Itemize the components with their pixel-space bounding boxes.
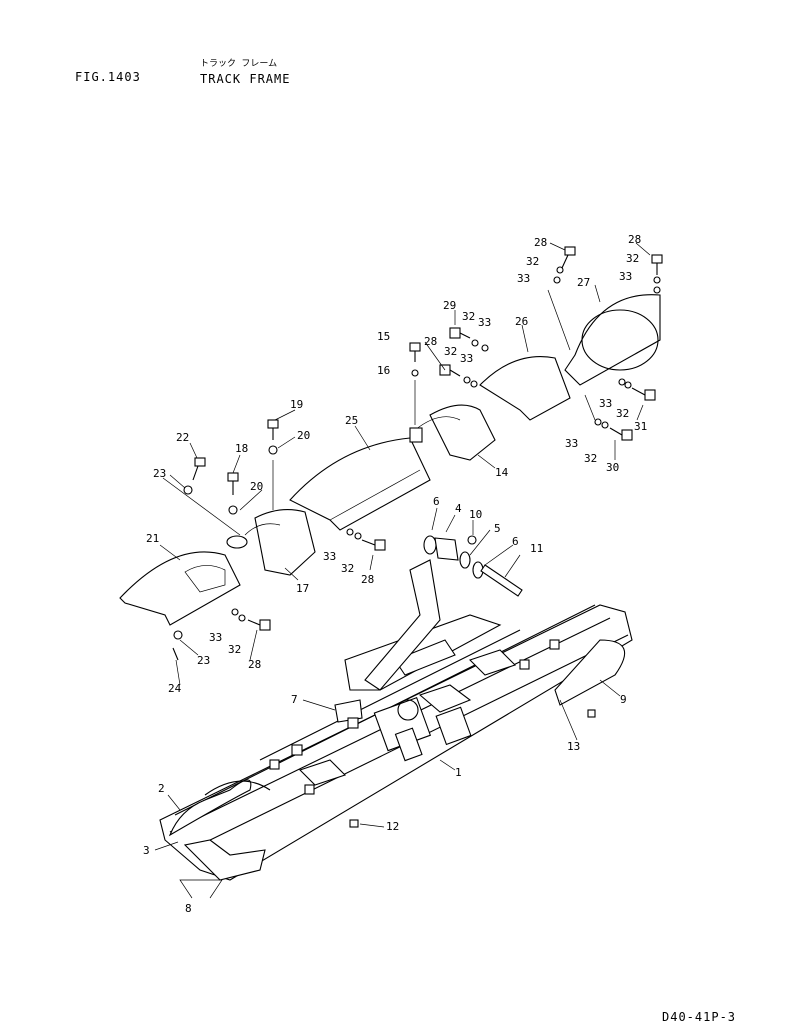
callout-6a: 6 bbox=[433, 495, 440, 508]
callout-5: 5 bbox=[494, 522, 501, 535]
callout-32b: 32 bbox=[626, 252, 639, 265]
callout-9: 9 bbox=[620, 693, 627, 706]
callout-28e: 28 bbox=[248, 658, 261, 671]
callout-17: 17 bbox=[296, 582, 309, 595]
callout-18: 18 bbox=[235, 442, 248, 455]
callout-30: 30 bbox=[606, 461, 619, 474]
leader-lines bbox=[154, 242, 651, 899]
callout-32e: 32 bbox=[616, 407, 629, 420]
idler-pin-group bbox=[423, 535, 523, 597]
callout-28b: 28 bbox=[628, 233, 641, 246]
callout-8: 8 bbox=[185, 902, 192, 915]
callout-2: 2 bbox=[158, 782, 165, 795]
callout-27: 27 bbox=[577, 276, 590, 289]
callout-28a: 28 bbox=[534, 236, 547, 249]
callout-24: 24 bbox=[168, 682, 182, 695]
callout-13: 13 bbox=[567, 740, 580, 753]
callout-7: 7 bbox=[291, 693, 298, 706]
title-english: TRACK FRAME bbox=[200, 72, 291, 86]
callout-28d: 28 bbox=[361, 573, 374, 586]
callout-32c: 32 bbox=[462, 310, 475, 323]
callout-10: 10 bbox=[469, 508, 482, 521]
callout-23a: 23 bbox=[153, 467, 166, 480]
callout-32f: 32 bbox=[584, 452, 597, 465]
callout-25: 25 bbox=[345, 414, 358, 427]
callout-33c: 33 bbox=[478, 316, 491, 329]
callout-14: 14 bbox=[495, 466, 509, 479]
callout-11: 11 bbox=[530, 542, 543, 555]
callout-3: 3 bbox=[143, 844, 150, 857]
figure-number: FIG.1403 bbox=[75, 70, 141, 84]
callout-21: 21 bbox=[146, 532, 159, 545]
callout-6b: 6 bbox=[512, 535, 519, 548]
callout-4: 4 bbox=[455, 502, 462, 515]
callout-33d: 33 bbox=[460, 352, 473, 365]
callout-33f: 33 bbox=[565, 437, 578, 450]
callout-29: 29 bbox=[443, 299, 456, 312]
callout-19: 19 bbox=[290, 398, 303, 411]
track-frame-body bbox=[159, 559, 633, 881]
callout-31: 31 bbox=[634, 420, 647, 433]
callout-33e: 33 bbox=[599, 397, 612, 410]
fasteners bbox=[172, 246, 663, 828]
callout-16: 16 bbox=[377, 364, 390, 377]
cover-assembly bbox=[119, 294, 661, 626]
callout-labels: 1 2 3 4 5 6 6 7 8 9 10 11 12 13 14 15 16… bbox=[143, 233, 647, 915]
callout-20b: 20 bbox=[250, 480, 263, 493]
callout-12: 12 bbox=[386, 820, 399, 833]
callout-20a: 20 bbox=[297, 429, 310, 442]
callout-32h: 32 bbox=[228, 643, 241, 656]
callout-33b: 33 bbox=[619, 270, 632, 283]
callout-23b: 23 bbox=[197, 654, 210, 667]
callout-1: 1 bbox=[455, 766, 462, 779]
callout-32g: 32 bbox=[341, 562, 354, 575]
callout-32d: 32 bbox=[444, 345, 457, 358]
callout-22: 22 bbox=[176, 431, 189, 444]
callout-15: 15 bbox=[377, 330, 390, 343]
callout-33g: 33 bbox=[323, 550, 336, 563]
title-japanese: トラック フレーム bbox=[200, 59, 278, 69]
callout-28c: 28 bbox=[424, 335, 437, 348]
callout-26: 26 bbox=[515, 315, 528, 328]
document-code: D40-41P-3 bbox=[662, 1010, 737, 1024]
callout-33a: 33 bbox=[517, 272, 530, 285]
callout-32a: 32 bbox=[526, 255, 539, 268]
callout-33h: 33 bbox=[209, 631, 222, 644]
